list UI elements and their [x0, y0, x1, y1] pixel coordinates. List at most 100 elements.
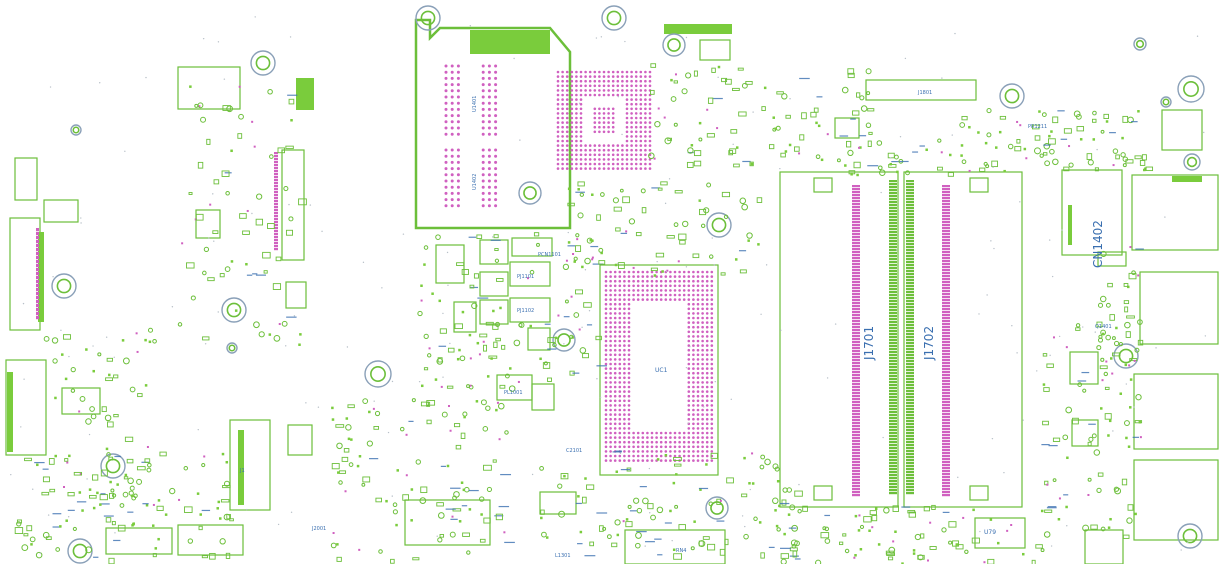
slot-right-pin	[906, 411, 914, 414]
smd-part-7	[1031, 559, 1036, 564]
slot-left-pin	[852, 341, 860, 344]
smd-part-6	[867, 140, 872, 147]
slot-right-pin	[906, 435, 914, 438]
cpu-ball	[623, 404, 626, 407]
via-9	[1082, 524, 1090, 532]
bga-upper-ball	[611, 144, 615, 147]
ref-text-2	[468, 489, 479, 492]
slot-right-pin	[906, 204, 914, 207]
slot-latch-0	[813, 177, 833, 193]
smd-part-7	[780, 553, 789, 559]
bga-upper-ball	[616, 148, 620, 152]
bga-upper-ball	[616, 93, 620, 97]
slot-left-pin	[852, 272, 860, 275]
cpu-ball	[604, 422, 608, 426]
drill-dot	[621, 133, 623, 136]
mount-hole-ring-2	[662, 33, 686, 57]
bga-upper-ball	[639, 130, 643, 134]
drill-dot	[798, 483, 800, 486]
cpu-ball	[701, 344, 704, 347]
smd-pad-10	[36, 463, 39, 467]
via-8	[1092, 110, 1097, 116]
bga-upper-ball	[639, 112, 643, 115]
bga-upper-ball	[579, 144, 583, 147]
cpu-ball	[669, 293, 672, 297]
cpu-ball	[678, 284, 681, 288]
slot-right-pin	[906, 480, 914, 483]
cpu-ball	[623, 330, 626, 334]
drill-dot	[1022, 419, 1024, 421]
mem-top-ball	[450, 89, 454, 93]
mem-top-ball	[494, 76, 498, 80]
bottom-c-label: C2101	[566, 448, 582, 454]
smd-part-9	[1052, 437, 1061, 442]
smd-part-13	[1124, 306, 1129, 313]
slot-left-pin	[852, 365, 860, 368]
bga-upper-ball	[556, 121, 560, 124]
bga-upper-ball	[630, 75, 633, 78]
smd-part-1	[144, 458, 151, 463]
cpu-ball	[678, 279, 681, 283]
smd-part-10	[49, 488, 56, 493]
cpu-ball	[636, 431, 640, 435]
bga-upper-ball	[639, 135, 643, 138]
cpu-ball	[604, 321, 608, 324]
test-pad-0	[181, 242, 184, 245]
bga-upper-ball	[579, 98, 583, 101]
bga-upper-ball	[625, 139, 629, 143]
slot-right-pin-b	[942, 461, 950, 464]
test-pad-9	[1128, 364, 1131, 367]
slot-left-pin	[852, 329, 860, 332]
cpu-ball	[613, 279, 617, 283]
smd-part-0	[213, 179, 220, 185]
cpu-ball	[710, 427, 714, 430]
cpu-ball	[609, 431, 612, 435]
smd-part-2	[492, 459, 497, 463]
cpu-ball	[627, 417, 631, 421]
smd-pad-0	[230, 149, 233, 153]
smd-part-6	[738, 111, 747, 117]
right-card-fill	[1172, 176, 1202, 182]
bga-upper-ball	[593, 158, 597, 161]
cpu-ball	[696, 440, 700, 444]
via-5	[682, 220, 689, 228]
via-6	[815, 154, 821, 160]
bga-upper-ball	[556, 79, 560, 83]
test-pad-5	[591, 256, 594, 259]
cpu-ball	[609, 371, 612, 375]
cpu-ball	[701, 321, 704, 324]
cpu-ball	[696, 335, 700, 338]
smd-part-2	[331, 463, 340, 470]
slot-left-pin-b	[889, 423, 897, 426]
via-4	[743, 533, 749, 540]
pwr-c-label: PL1001	[504, 390, 523, 396]
ref-text-10	[34, 461, 45, 464]
slot-left-pin-b	[889, 258, 897, 261]
slot-left-pin-b	[889, 429, 897, 432]
bga-upper-ball	[625, 84, 629, 88]
cpu-ball	[609, 344, 612, 347]
ref-text-3	[596, 365, 607, 367]
cpu-ball	[623, 371, 626, 375]
cpu-ball	[696, 385, 700, 389]
ref-text-3	[572, 372, 580, 374]
mem-mid-ball	[494, 167, 498, 171]
cpu-ball	[687, 307, 691, 311]
cpu-ball	[618, 362, 622, 366]
cpu-ball	[682, 454, 686, 458]
cpu-ball	[687, 367, 691, 370]
via-0	[288, 216, 294, 222]
left-conn-pin	[36, 288, 39, 292]
cpu-ball	[632, 436, 635, 439]
slot-right-pin-b	[942, 266, 950, 269]
inductor-d	[435, 244, 465, 284]
smd-part-10	[156, 505, 164, 511]
mem-top-ball	[481, 76, 485, 80]
cpu-ball	[623, 312, 626, 315]
cpu-ball	[696, 436, 700, 439]
bga-upper-ball	[621, 167, 624, 170]
drill-dot	[321, 230, 323, 233]
bga-upper-ball	[593, 93, 597, 97]
via-10	[223, 480, 230, 487]
via-3	[518, 322, 525, 328]
